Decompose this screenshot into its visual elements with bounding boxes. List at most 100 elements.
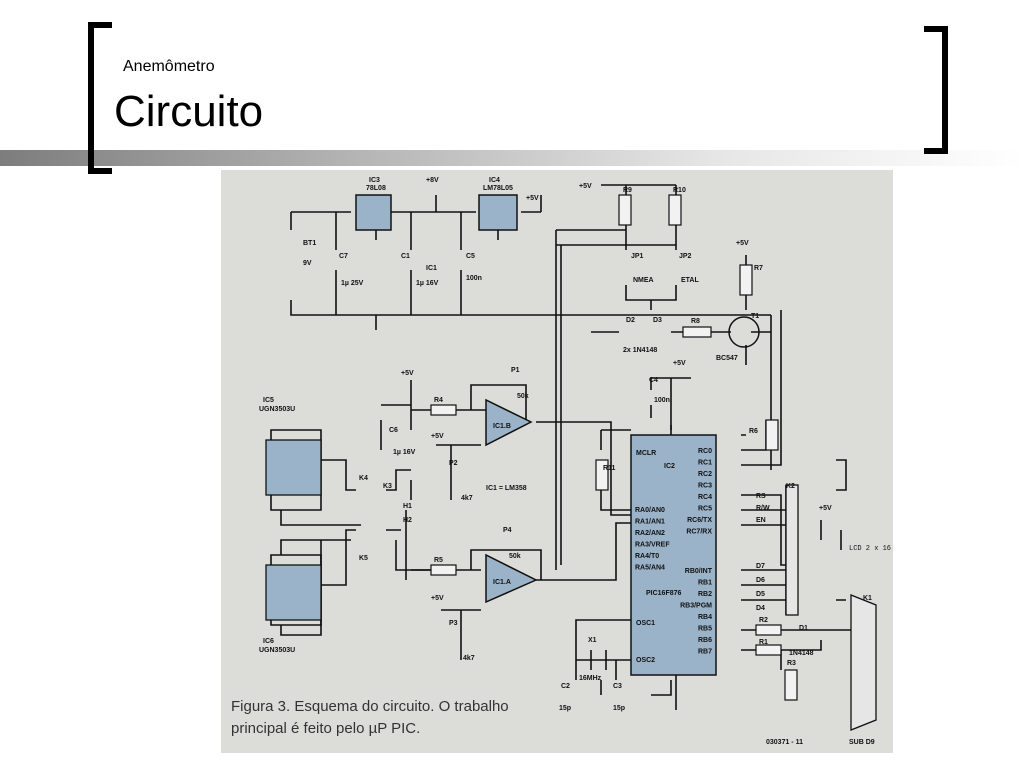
label-bt1: BT1 [303,240,316,247]
label-osc2: OSC2 [636,657,655,664]
label-subd9: SUB D9 [849,739,875,746]
label-ic1a: IC1.A [493,579,511,586]
label-figure-ref: 030371 - 11 [766,739,803,746]
pic-pin-right: RC1 [698,460,712,467]
label-c7v: 1µ 25V [341,280,364,287]
label-k1: K1 [863,595,872,602]
schematic-wires [270,184,876,711]
pic-pin-right: RC4 [698,494,712,501]
label-k3: K3 [383,483,392,490]
pic-pin-right: RC3 [698,483,712,490]
ic3-regulator-shape [355,194,392,231]
schematic-labels: IC3 78L08 IC4 LM78L05 +8V +5V BT1 9V C7 … [259,177,891,746]
label-p3v: 4k7 [463,655,475,662]
label-ic4: IC4 [489,177,500,184]
label-c5: C5 [466,253,475,260]
k2-connector-shape [785,484,799,616]
label-d1v: 1N4148 [789,650,814,657]
pic16f876-chip-shape [630,434,717,676]
label-p5v-jp: +5V [579,183,592,190]
label-k5: K5 [359,555,368,562]
label-bc547: BC547 [716,355,738,362]
label-ic3v: 78L08 [366,185,386,192]
label-c2: C2 [561,683,570,690]
label-h2: H2 [403,517,412,524]
ic6-hall-sensor-shape [265,564,322,621]
label-d7: D7 [756,563,765,570]
label-ic1-lm358: IC1 = LM358 [486,485,527,492]
label-p5v-k2: +5V [819,505,832,512]
label-p2: P2 [449,460,458,467]
d9-connector-shape [850,594,877,731]
label-jp2: JP2 [679,253,692,260]
slide-title: Circuito [114,87,264,136]
label-9v: 9V [303,260,312,267]
pic-pin-left: RA1/AN1 [635,519,665,526]
label-r6: R6 [749,428,758,435]
label-h1: H1 [403,503,412,510]
label-ic5-ugn: UGN3503U [259,406,295,413]
label-p1v: 50k [517,393,529,400]
label-ic4v: LM78L05 [483,185,513,192]
ic1a-opamp-shape [485,553,538,604]
left-bracket [88,22,112,174]
label-p5v-top: +5V [526,195,539,202]
t1-transistor-shape [728,316,760,348]
pic-pin-left: RA5/AN4 [635,565,665,572]
label-t1: T1 [751,313,759,320]
pic-pin-right: RB7 [698,649,712,656]
pic-pin-right: RB2 [698,591,712,598]
label-mclr: MCLR [636,450,656,457]
label-x1: X1 [588,637,597,644]
figure-caption: Figura 3. Esquema do circuito. O trabalh… [231,698,509,737]
ic4-regulator-shape [478,194,518,231]
pic-pin-right: RC7/RX [686,529,712,536]
label-c2v: 15p [559,705,571,712]
label-d23: 2x 1N4148 [623,347,657,354]
label-d1: D1 [799,625,808,632]
label-d4: D4 [756,605,765,612]
label-ic5: IC5 [263,397,274,404]
label-ic2: IC2 [664,463,675,470]
label-c5v: 100n [466,275,482,282]
label-p5v-p3: +5V [431,595,444,602]
pic-pin-left: RA0/AN0 [635,507,665,514]
pic-pin-right: RB0/INT [685,568,713,575]
label-ic1-power: IC1 [426,265,437,272]
pic-pin-right: RB6 [698,637,712,644]
label-osc1: OSC1 [636,620,655,627]
right-bracket [924,26,948,154]
label-r7: R7 [754,265,763,272]
label-r3: R3 [787,660,796,667]
label-r9: R9 [623,187,632,194]
label-ic3: IC3 [369,177,380,184]
label-k2: K2 [786,483,795,490]
label-x1v: 16MHz [579,675,602,682]
label-lcd: LCD 2 x 16 [849,545,891,553]
label-p5v-c6: +5V [401,370,414,377]
pic-pin-right: RB1 [698,580,712,587]
pic-pin-left: RA2/AN2 [635,530,665,537]
label-c6v: 1µ 16V [393,449,416,456]
label-c4: C4 [649,377,658,384]
label-ic6: IC6 [263,638,274,645]
ic5-hall-sensor-shape [265,439,322,496]
label-r5: R5 [434,557,443,564]
pic-pin-right: RC2 [698,471,712,478]
label-d3: D3 [653,317,662,324]
circuit-schematic-image: IC3 78L08 IC4 LM78L05 +8V +5V BT1 9V C7 … [221,170,893,753]
label-en: EN [756,517,766,524]
slide-subtitle: Anemômetro [123,58,215,75]
label-c7: C7 [339,253,348,260]
label-ic1b: IC1.B [493,423,511,430]
label-p5v-r7: +5V [736,240,749,247]
label-d6: D6 [756,577,765,584]
pic-pin-right: RB4 [698,614,712,621]
pic-pin-right: RC0 [698,448,712,455]
label-c1v: 1µ 16V [416,280,439,287]
pic-pin-right: RC6/TX [687,517,712,524]
label-p1: P1 [511,367,520,374]
resistor-shapes [430,194,798,701]
label-p8v: +8V [426,177,439,184]
